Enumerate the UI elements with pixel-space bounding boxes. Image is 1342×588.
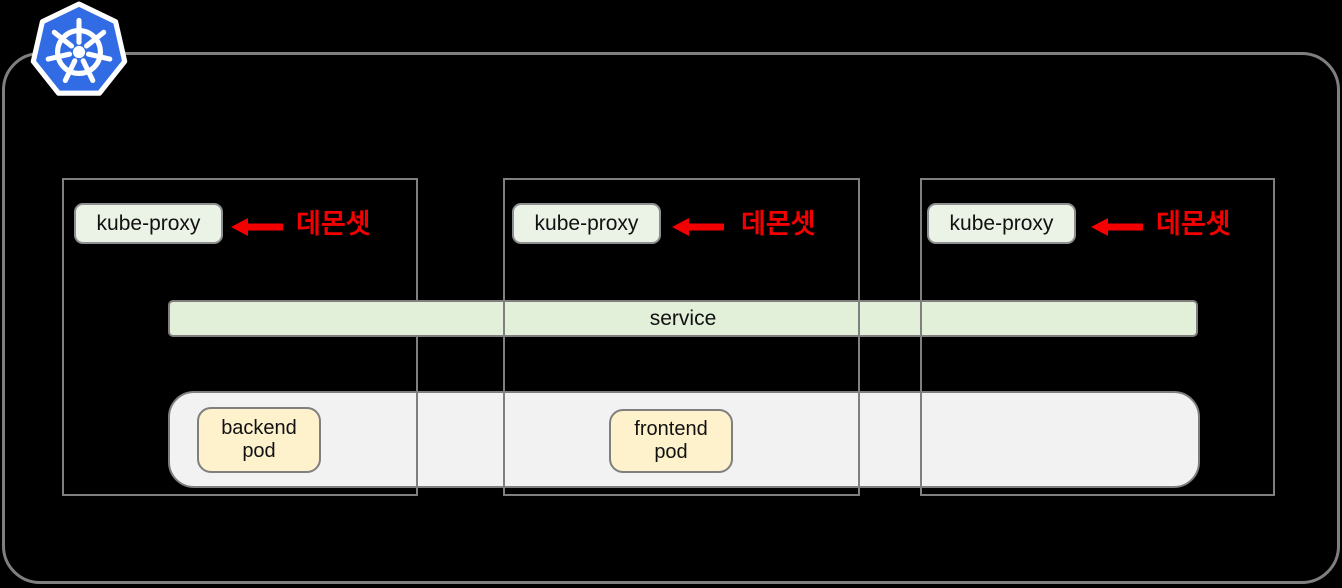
service-label: service (649, 306, 717, 330)
cluster-frame (2, 52, 1340, 584)
kubernetes-logo-icon (30, 1, 128, 96)
left-arrow-icon-1 (231, 218, 283, 236)
pod-label-line: frontend (634, 418, 708, 440)
left-arrow-icon-2 (672, 218, 724, 236)
daemonset-label-3: 데몬셋 (1156, 209, 1231, 239)
node-box-2 (503, 178, 860, 496)
pod-label-line: pod (242, 440, 276, 462)
kube-proxy-box-2: kube-proxy (512, 203, 661, 244)
pod-label-line: backend (221, 417, 297, 439)
kube-proxy-box-1: kube-proxy (74, 203, 223, 244)
daemonset-label-2: 데몬셋 (741, 209, 816, 239)
frontend-pod-box: frontend pod (609, 409, 733, 473)
pod-label-line: pod (654, 441, 688, 463)
left-arrow-icon-3 (1091, 218, 1143, 236)
node-box-3 (920, 178, 1275, 496)
backend-pod-box: backend pod (197, 407, 321, 473)
node-box-1 (62, 178, 418, 496)
daemonset-label-1: 데몬셋 (296, 209, 371, 239)
service-bar: service (168, 300, 1198, 337)
kube-proxy-box-3: kube-proxy (927, 203, 1076, 244)
